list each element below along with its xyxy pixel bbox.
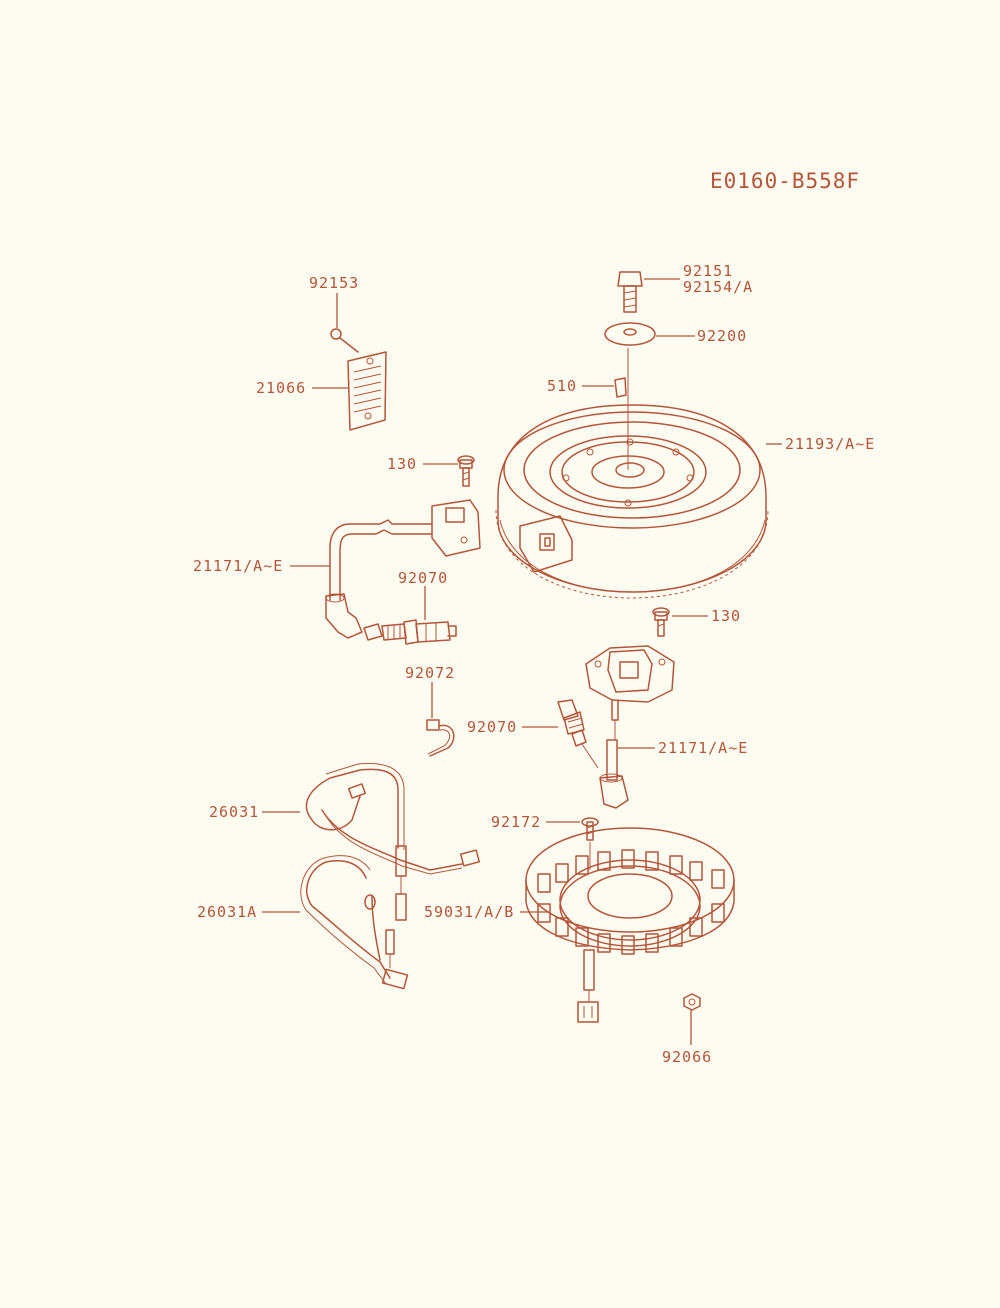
label-130-right: 130 bbox=[711, 607, 741, 625]
wire-harness-26031A-part[interactable] bbox=[300, 855, 409, 990]
label-92200: 92200 bbox=[697, 327, 747, 345]
flywheel-bolt-part[interactable] bbox=[617, 271, 643, 313]
label-59031: 59031/A/B bbox=[424, 903, 514, 921]
plug-cap-part[interactable] bbox=[426, 719, 455, 757]
washer-part[interactable] bbox=[604, 322, 656, 346]
regulator-part[interactable] bbox=[347, 351, 387, 431]
label-92070-left: 92070 bbox=[398, 569, 448, 587]
spark-plug-left-part[interactable] bbox=[363, 619, 457, 645]
label-21066: 21066 bbox=[256, 379, 306, 397]
label-92151: 92151 bbox=[683, 262, 733, 280]
label-26031: 26031 bbox=[209, 803, 259, 821]
flywheel-part[interactable] bbox=[495, 404, 769, 599]
screw-92153-part[interactable] bbox=[330, 328, 359, 353]
label-26031A: 26031A bbox=[197, 903, 257, 921]
stator-part[interactable] bbox=[525, 827, 735, 1023]
ignition-coil-left-part[interactable] bbox=[325, 499, 481, 639]
diagram-code: E0160-B558F bbox=[710, 169, 860, 193]
label-92070-right: 92070 bbox=[467, 718, 517, 736]
label-21193: 21193/A~E bbox=[785, 435, 875, 453]
label-21171-left: 21171/A~E bbox=[193, 557, 283, 575]
label-130-top: 130 bbox=[387, 455, 417, 473]
label-510: 510 bbox=[547, 377, 577, 395]
label-92172: 92172 bbox=[491, 813, 541, 831]
label-92153: 92153 bbox=[309, 274, 359, 292]
screw-92172-part[interactable] bbox=[581, 817, 599, 841]
screw-130-top-part[interactable] bbox=[457, 455, 475, 487]
key-part[interactable] bbox=[614, 377, 627, 398]
wire-harness-26031-part[interactable] bbox=[305, 763, 481, 921]
label-92154: 92154/A bbox=[683, 278, 753, 296]
screw-130-right-part[interactable] bbox=[652, 607, 670, 637]
spark-plug-right-part[interactable] bbox=[557, 699, 599, 769]
label-92072: 92072 bbox=[405, 664, 455, 682]
ignition-coil-right-part[interactable] bbox=[585, 645, 675, 809]
label-21171-right: 21171/A~E bbox=[658, 739, 748, 757]
nut-92066-part[interactable] bbox=[683, 993, 701, 1011]
label-92066: 92066 bbox=[662, 1048, 712, 1066]
